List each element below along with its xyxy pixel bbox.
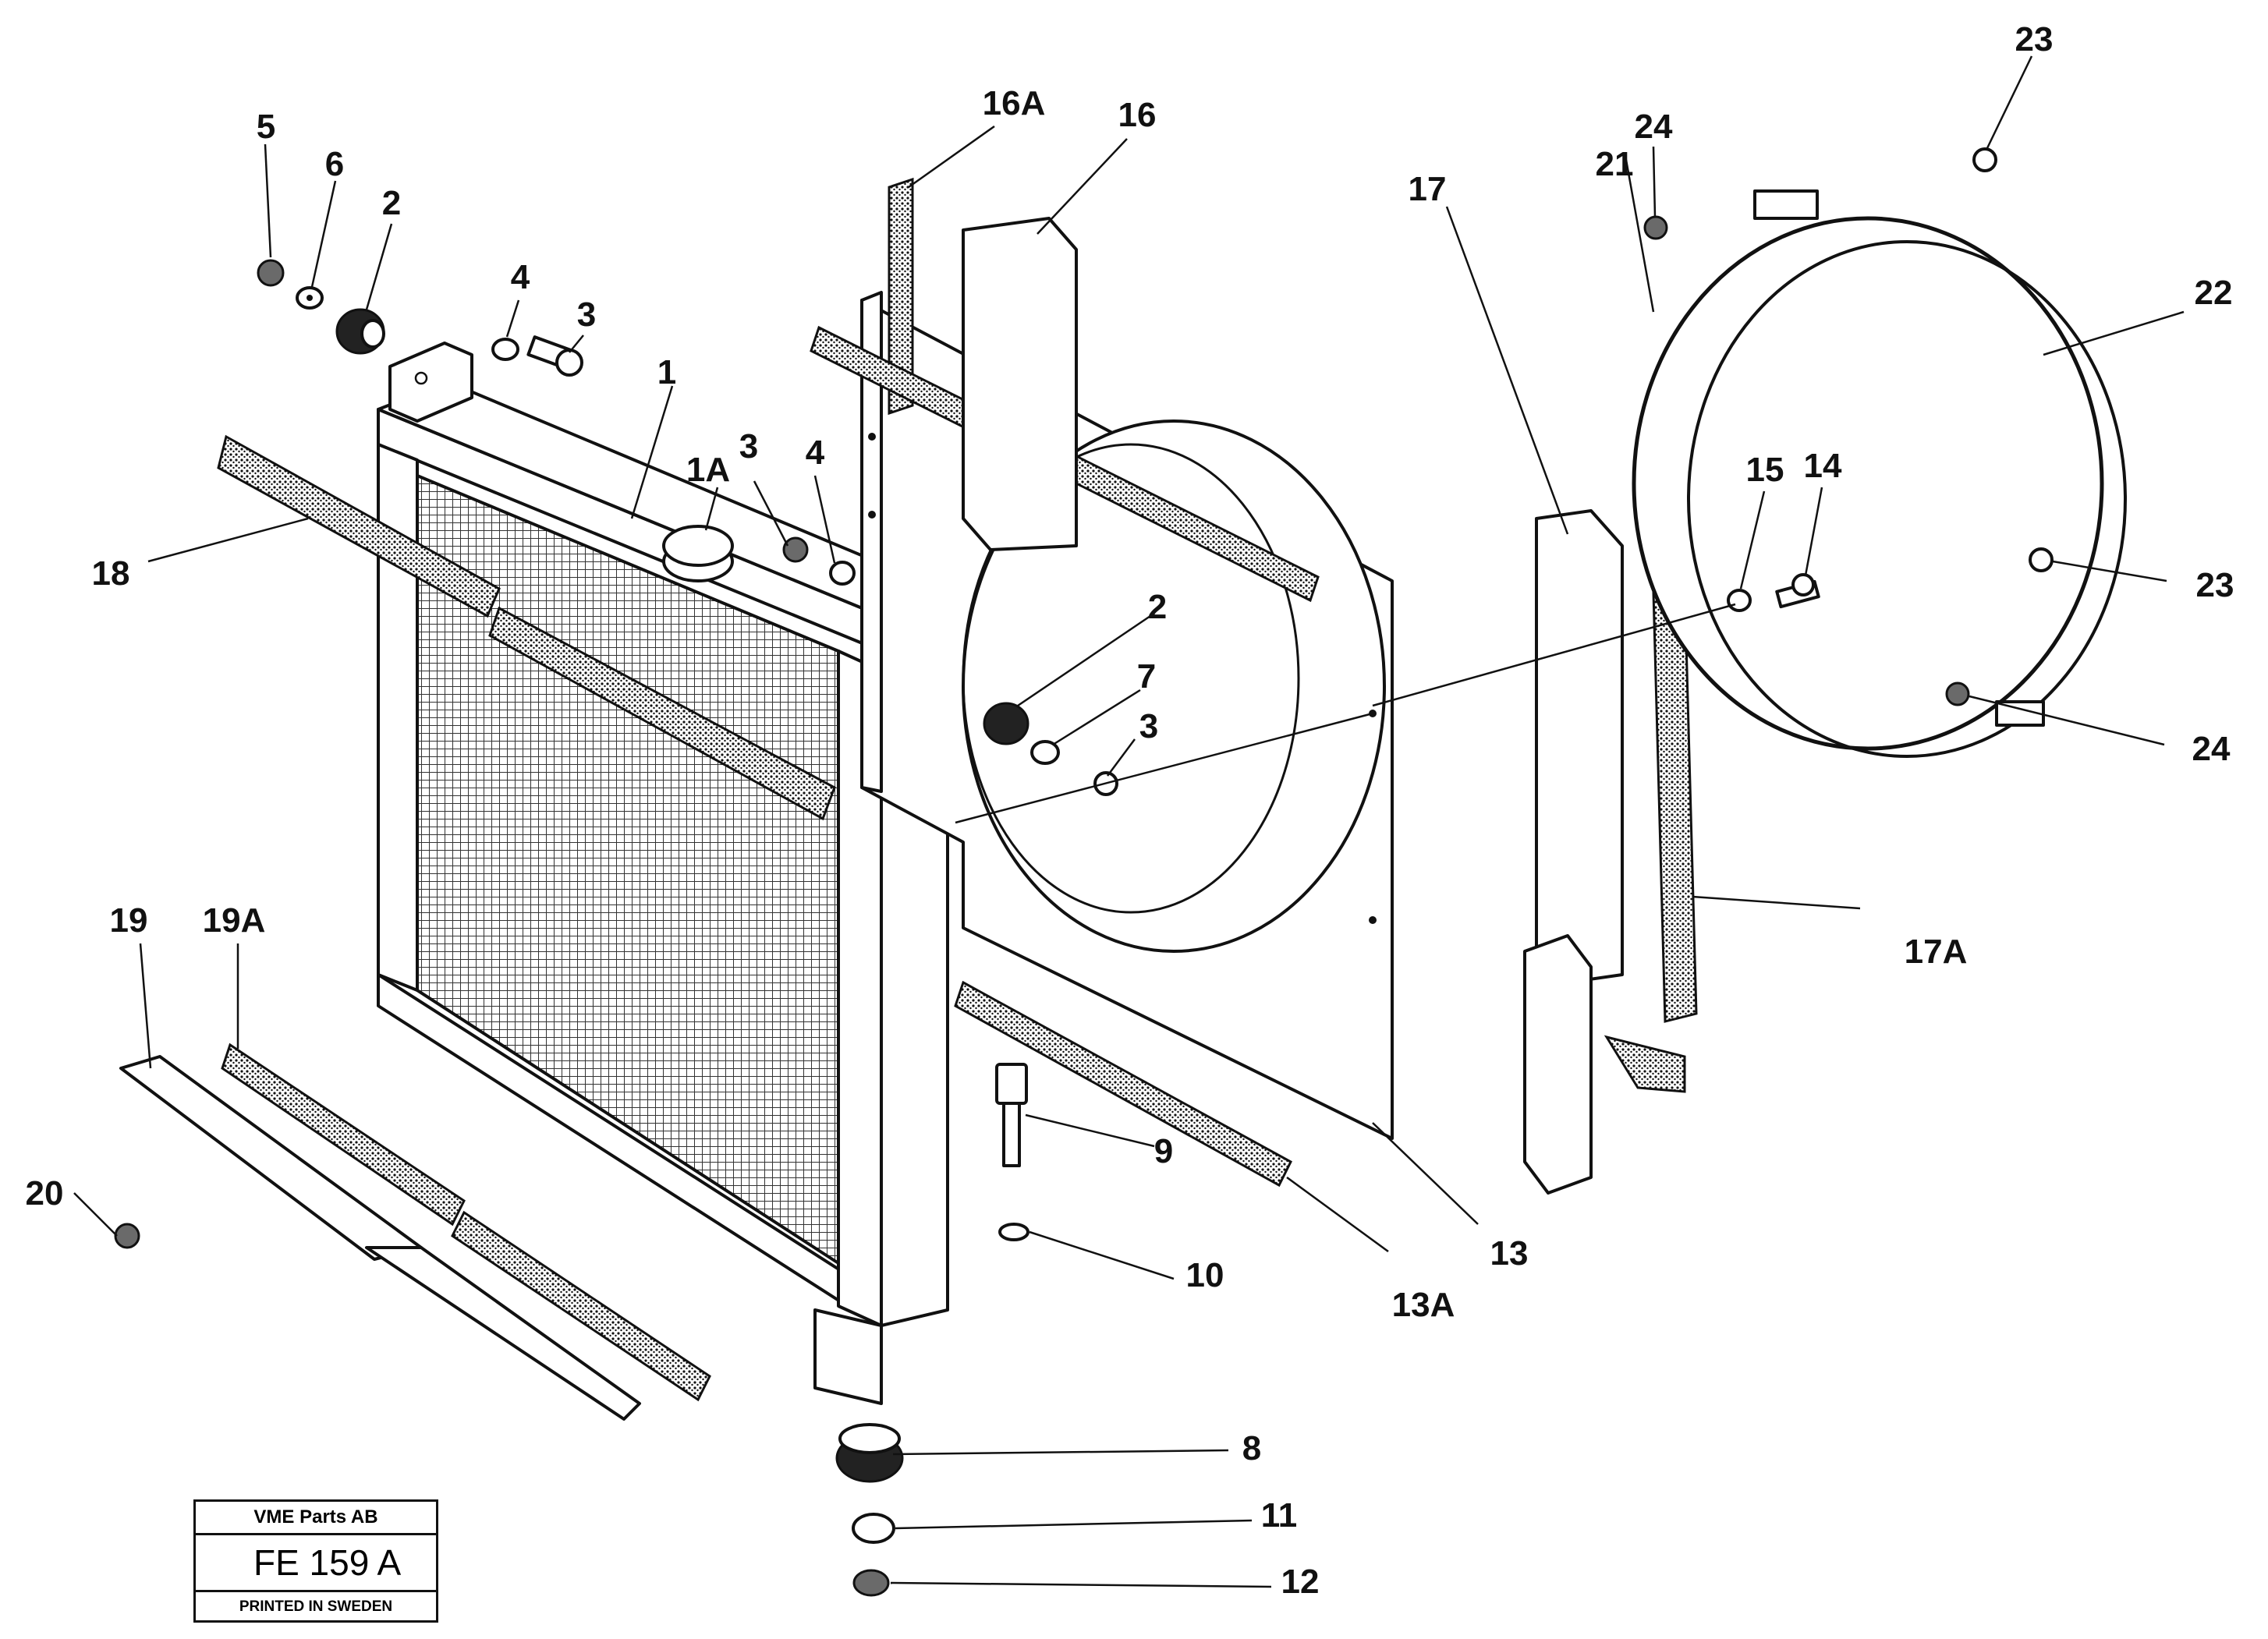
callout-3-top: 3 — [577, 296, 596, 334]
callout-19: 19 — [110, 901, 148, 940]
callout-23-right: 23 — [2196, 566, 2234, 604]
bracket-17 — [1523, 509, 1624, 1195]
seal-strip-13a — [954, 980, 1292, 1188]
callout-15: 15 — [1746, 451, 1784, 489]
callout-12: 12 — [1281, 1563, 1320, 1601]
callout-22: 22 — [2195, 274, 2233, 312]
bracket-16 — [962, 217, 1078, 551]
callout-11: 11 — [1261, 1496, 1298, 1535]
callout-17a: 17A — [1905, 933, 1968, 971]
seal-strip-16a — [888, 177, 914, 416]
radiator-assembly — [377, 342, 1008, 1405]
callout-1a: 1A — [686, 451, 730, 489]
callout-16: 16 — [1118, 96, 1157, 134]
callout-5: 5 — [257, 108, 275, 146]
seal-strip-19a — [221, 1043, 711, 1402]
drawing-code: FE 159 A — [196, 1535, 436, 1592]
callout-14: 14 — [1804, 447, 1842, 485]
callout-23-top: 23 — [2015, 20, 2054, 58]
callout-24-top: 24 — [1635, 108, 1673, 146]
title-block: VME Parts AB FE 159 A PRINTED IN SWEDEN — [193, 1499, 438, 1623]
leader-lines — [73, 55, 2185, 1588]
printed-note: PRINTED IN SWEDEN — [239, 1598, 393, 1615]
callout-2-middle: 2 — [1148, 588, 1167, 626]
callout-3-lower: 3 — [1139, 707, 1158, 745]
bottom-panel-19 — [119, 1055, 641, 1421]
callout-13a: 13A — [1392, 1286, 1455, 1324]
callout-labels: 1 1A 2 2 3 3 3 4 4 5 6 7 8 9 10 11 12 13… — [26, 20, 2234, 1601]
callout-6: 6 — [325, 145, 344, 183]
callout-10: 10 — [1186, 1256, 1224, 1294]
callout-13: 13 — [1490, 1234, 1529, 1273]
callout-4-top: 4 — [511, 258, 530, 296]
callout-1: 1 — [657, 353, 676, 391]
callout-8: 8 — [1242, 1429, 1261, 1467]
callout-19a: 19A — [203, 901, 266, 940]
callout-3-middle: 3 — [739, 427, 758, 466]
callout-20: 20 — [26, 1174, 64, 1212]
seal-strip-18 — [217, 434, 836, 821]
callout-18: 18 — [92, 554, 130, 593]
callout-24-right: 24 — [2192, 730, 2231, 768]
fan-ring — [1632, 189, 2127, 758]
callout-4-middle: 4 — [806, 434, 825, 472]
callout-2-top: 2 — [382, 184, 401, 222]
callout-9: 9 — [1154, 1132, 1173, 1170]
hardware — [114, 147, 2054, 1597]
callout-7: 7 — [1137, 657, 1156, 696]
callout-17: 17 — [1409, 170, 1447, 208]
company-name: VME Parts AB — [196, 1502, 436, 1535]
callout-21: 21 — [1596, 145, 1634, 183]
callout-16a: 16A — [983, 84, 1046, 122]
